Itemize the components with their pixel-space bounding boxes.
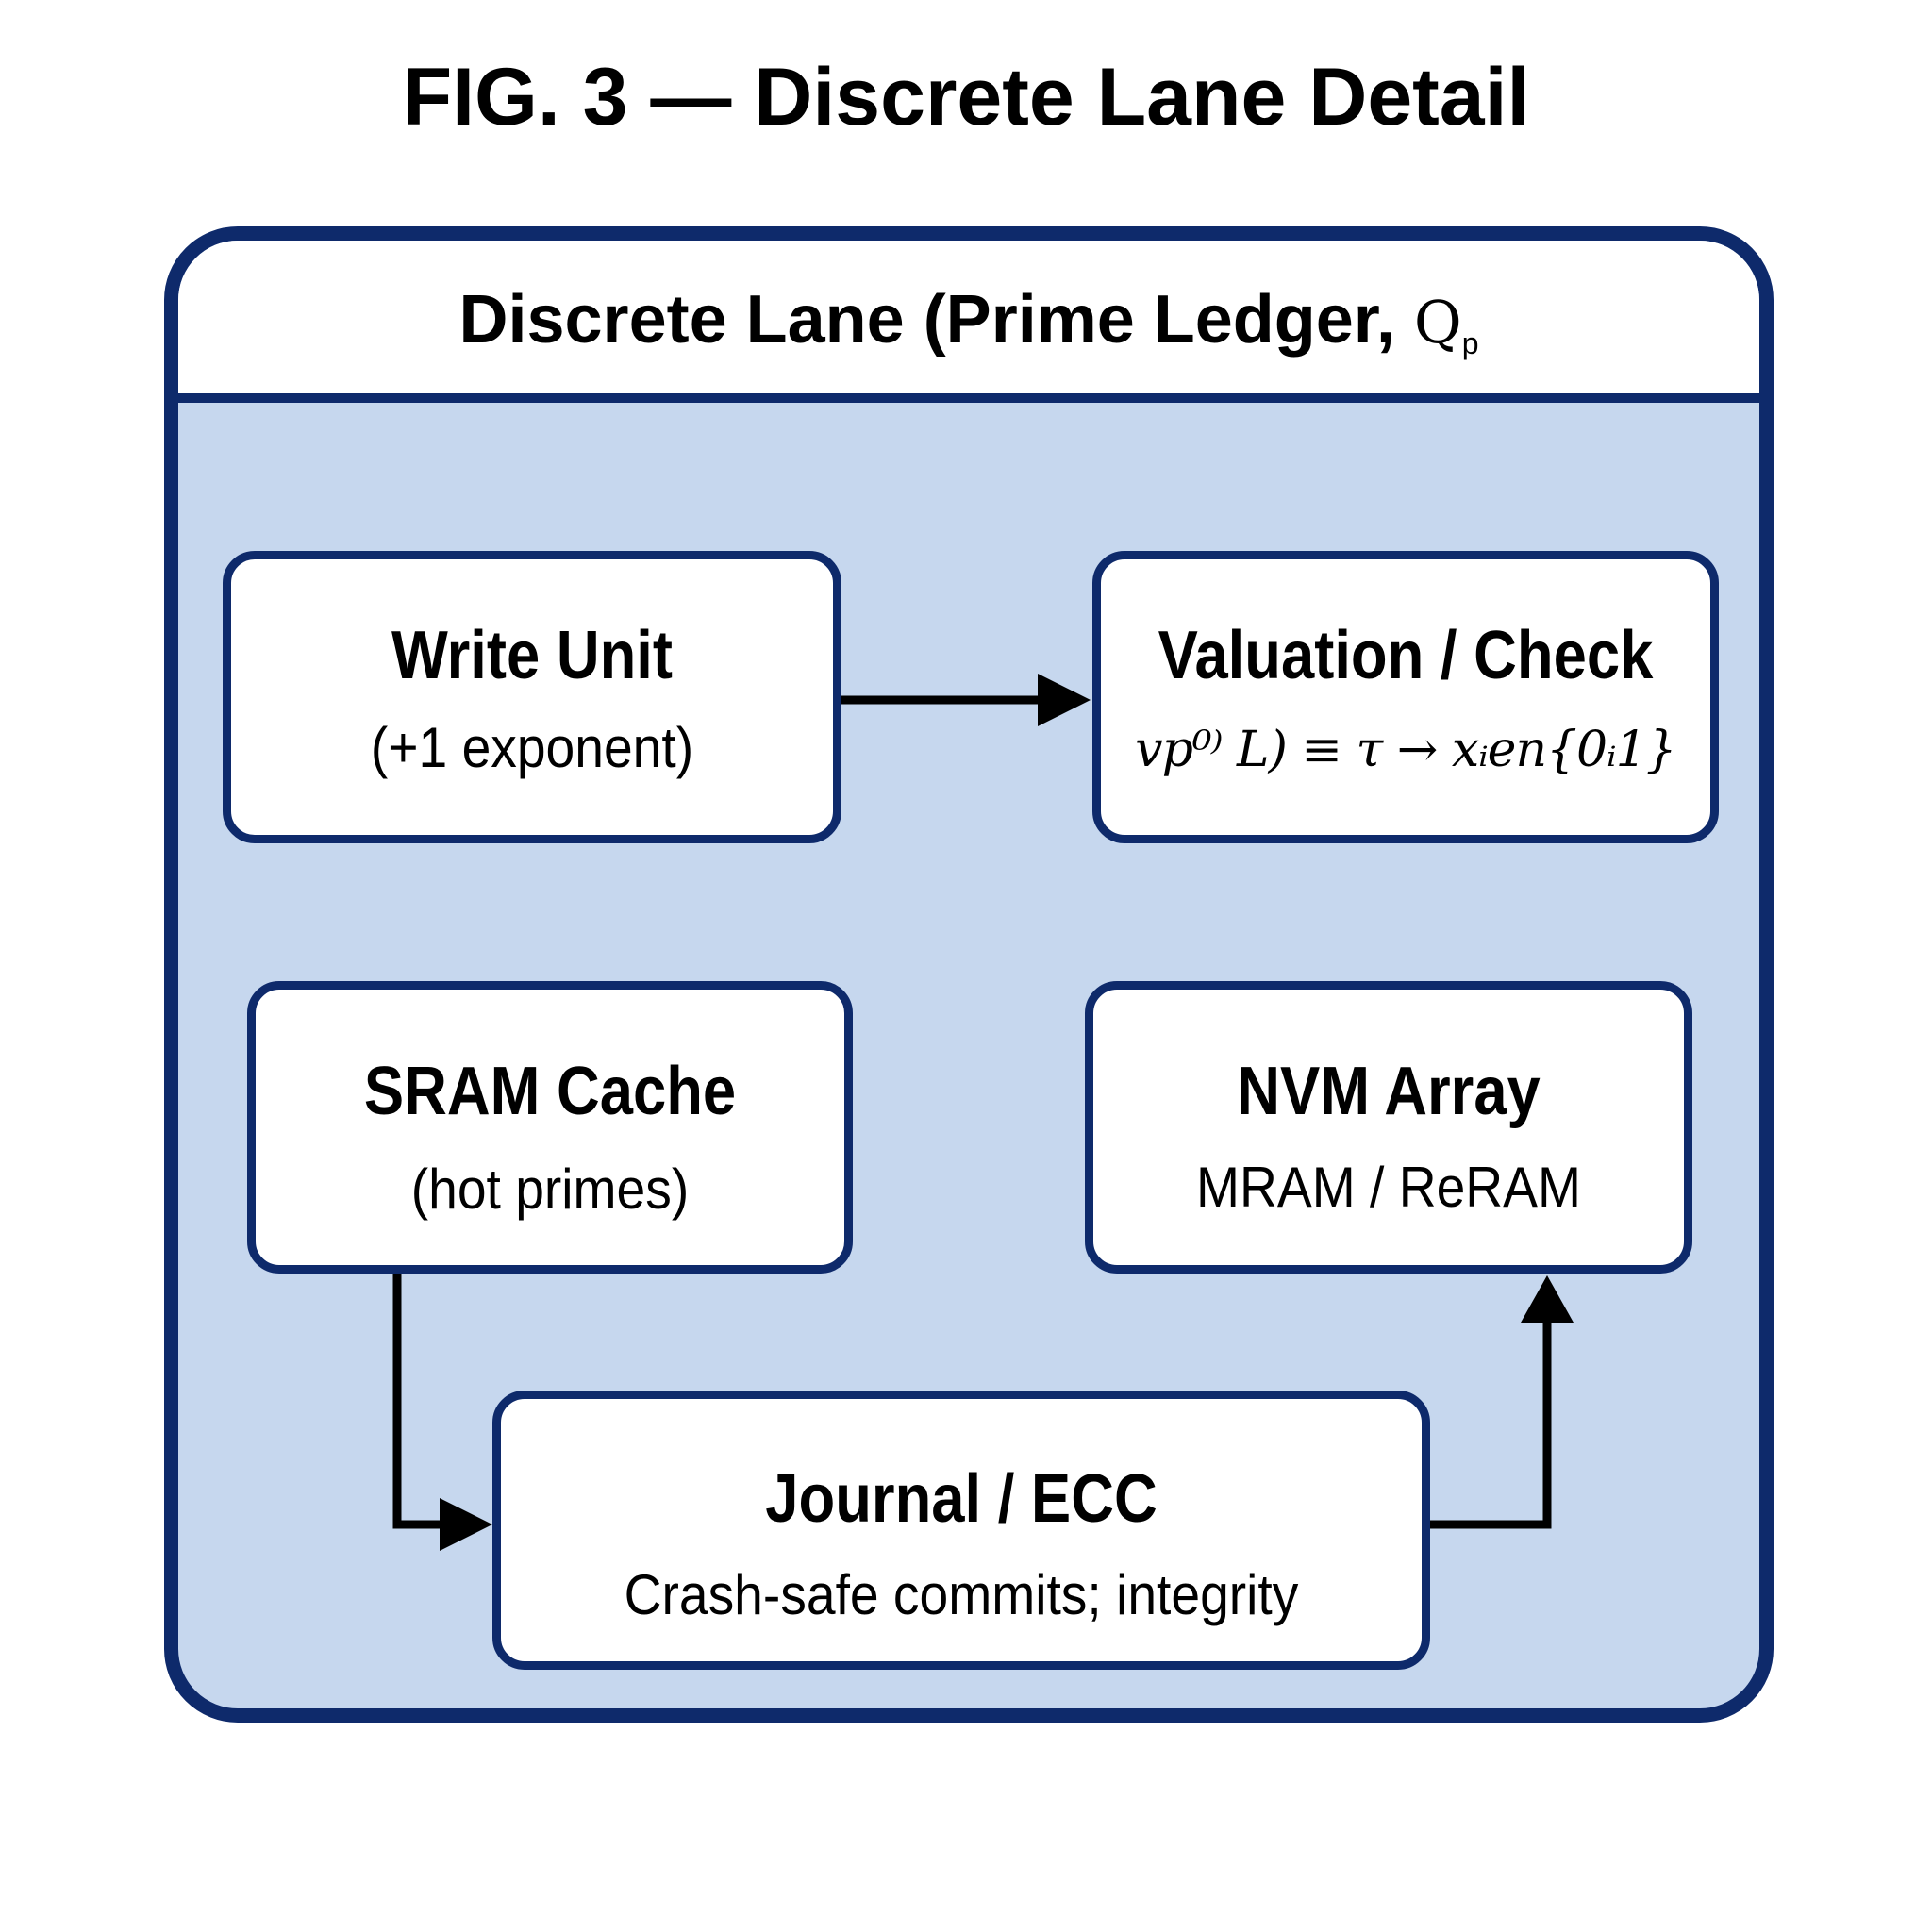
sram-cache-box: SRAM Cache (hot primes)	[247, 981, 853, 1274]
nvm-array-box: NVM Array MRAM / ReRAM	[1085, 981, 1692, 1274]
figure-title: FIG. 3 — Discrete Lane Detail	[402, 52, 1530, 142]
nvm-array-subtitle: MRAM / ReRAM	[1196, 1156, 1581, 1219]
write-unit-subtitle: (+1 exponent)	[370, 716, 694, 779]
journal-ecc-title: Journal / ECC	[765, 1461, 1158, 1537]
write-unit-title: Write Unit	[391, 618, 674, 693]
lane-header: Discrete Lane (Prime Ledger, Qp	[178, 241, 1759, 403]
sram-cache-title: SRAM Cache	[363, 1054, 737, 1129]
sram-cache-subtitle: (hot primes)	[410, 1158, 690, 1221]
journal-ecc-box: Journal / ECC Crash-safe commits; integr…	[492, 1391, 1430, 1670]
write-unit-box: Write Unit (+1 exponent)	[223, 551, 841, 843]
valuation-check-title: Valuation / Check	[1158, 618, 1654, 693]
lane-title-subscript: p	[1461, 326, 1479, 360]
valuation-check-box: Valuation / Check vp⁰⁾ L) ≡ τ → xᵢen{0ᵢ1…	[1092, 551, 1719, 843]
lane-title-symbol-letter: Q	[1413, 288, 1462, 357]
nvm-array-title: NVM Array	[1237, 1054, 1541, 1129]
valuation-formula: vp⁰⁾ L) ≡ τ → xᵢen{0ᵢ1}	[1135, 722, 1677, 778]
lane-title-text: Discrete Lane (Prime Ledger,	[458, 282, 1414, 358]
lane-title: Discrete Lane (Prime Ledger, Qp	[178, 286, 1759, 358]
journal-ecc-subtitle: Crash-safe commits; integrity	[624, 1563, 1299, 1626]
lane-title-symbol: Qp	[1413, 288, 1479, 360]
